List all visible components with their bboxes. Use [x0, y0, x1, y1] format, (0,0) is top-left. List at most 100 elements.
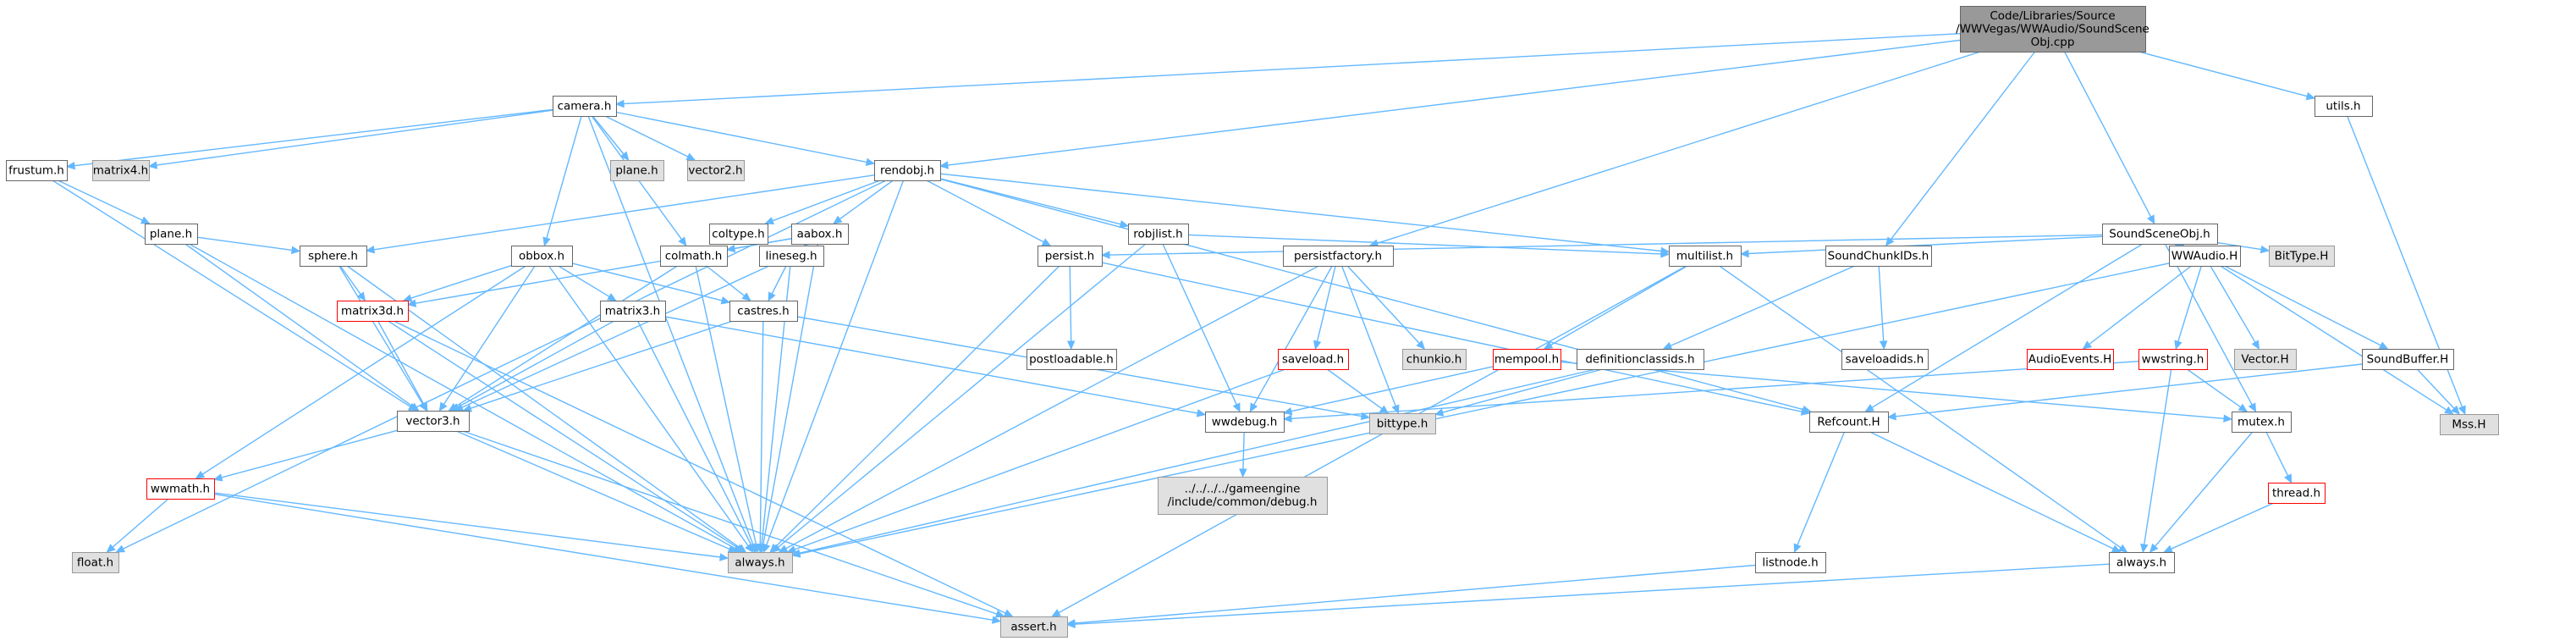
node-label: always.h — [2116, 555, 2166, 569]
node-utils[interactable]: utils.h — [2315, 96, 2373, 117]
node-label: wwstring.h — [2142, 352, 2204, 366]
node-postloadable[interactable]: postloadable.h — [1027, 349, 1117, 370]
node-wwdebug[interactable]: wwdebug.h — [1205, 412, 1285, 433]
node-assert[interactable]: assert.h — [1000, 616, 1068, 638]
node-bittype[interactable]: bittype.h — [1369, 413, 1436, 434]
node-box — [146, 478, 215, 500]
edge-always_lower-to-assert — [1065, 563, 2110, 628]
node-soundbuffer[interactable]: SoundBuffer.H — [2362, 349, 2454, 370]
node-wwstring[interactable]: wwstring.h — [2138, 349, 2208, 370]
node-root[interactable]: Code/Libraries/Source/WWVegas/WWAudio/So… — [1956, 6, 2149, 52]
node-soundsceneobj[interactable]: SoundSceneObj.h — [2102, 224, 2218, 245]
node-plane_ext[interactable]: plane.h — [610, 160, 664, 181]
node-label: camera.h — [558, 99, 612, 113]
edge-rendobj-to-aabox — [833, 180, 894, 224]
node-label: wwdebug.h — [1212, 415, 1278, 428]
node-box — [1669, 246, 1742, 267]
node-box — [2440, 414, 2499, 435]
edge-soundsceneobj-to-refcount — [1864, 243, 2144, 412]
edge-wwaudio-to-audioevents — [2082, 265, 2192, 350]
node-label: vector2.h — [688, 163, 742, 177]
node-aabox[interactable]: aabox.h — [791, 224, 849, 245]
node-chunkio[interactable]: chunkio.h — [1402, 349, 1467, 370]
edge-matrix3d-to-always — [388, 320, 746, 553]
node-label: mutex.h — [2237, 415, 2285, 428]
node-robjlist[interactable]: robjlist.h — [1128, 224, 1189, 245]
node-definitionclassids[interactable]: definitionclassids.h — [1577, 349, 1704, 370]
node-mutex[interactable]: mutex.h — [2232, 412, 2292, 433]
edge-matrix3d-to-assert — [393, 320, 1014, 617]
node-persistfactory[interactable]: persistfactory.h — [1283, 246, 1394, 267]
node-saveload[interactable]: saveload.h — [1278, 349, 1349, 370]
node-label: saveloadids.h — [1846, 352, 1924, 366]
node-castres[interactable]: castres.h — [729, 301, 798, 322]
node-box — [2102, 224, 2218, 245]
node-vector3[interactable]: vector3.h — [397, 411, 470, 432]
node-vector2[interactable]: vector2.h — [687, 160, 745, 181]
edge-persist-to-refcount — [1101, 262, 1811, 416]
node-multilist[interactable]: multilist.h — [1669, 246, 1742, 267]
node-matrix4[interactable]: matrix4.h — [92, 160, 150, 181]
node-label: assert.h — [1010, 620, 1056, 633]
node-obbox[interactable]: obbox.h — [511, 246, 573, 267]
node-label: postloadable.h — [1029, 352, 1114, 366]
edge-persist-to-postloadable — [1066, 265, 1076, 351]
node-box — [72, 552, 119, 573]
node-coltype[interactable]: coltype.h — [709, 224, 768, 245]
node-label: wwmath.h — [151, 482, 210, 495]
node-mempool[interactable]: mempool.h — [1493, 349, 1561, 370]
node-float[interactable]: float.h — [72, 552, 119, 573]
node-wwmath[interactable]: wwmath.h — [146, 478, 215, 500]
node-matrix3[interactable]: matrix3.h — [600, 301, 666, 322]
node-box — [553, 96, 617, 117]
edge-mutex-to-thread — [2265, 431, 2293, 484]
node-lineseg[interactable]: lineseg.h — [759, 246, 824, 267]
edge-camera-to-vector2 — [604, 115, 696, 161]
edge-soundchunkids-to-saveloadids — [1878, 265, 1888, 351]
node-label: matrix4.h — [93, 163, 148, 177]
edge-castres-to-always — [756, 320, 765, 554]
node-vector_upper[interactable]: Vector.H — [2234, 349, 2297, 370]
node-label: castres.h — [737, 304, 789, 318]
node-box — [1402, 349, 1467, 370]
edge-persistfactory-to-bittype — [1340, 265, 1400, 415]
node-box — [1841, 349, 1929, 370]
node-box — [2234, 349, 2297, 370]
node-label: obbox.h — [519, 249, 564, 262]
node-mss[interactable]: Mss.H — [2440, 414, 2499, 435]
edge-wwaudio-to-always — [790, 262, 2170, 558]
edge-robjlist-to-multilist — [1187, 234, 1671, 258]
node-matrix3d[interactable]: matrix3d.h — [337, 301, 409, 322]
node-box — [874, 160, 941, 181]
node-plane[interactable]: plane.h — [145, 224, 198, 245]
node-colmath[interactable]: colmath.h — [660, 246, 728, 267]
node-thread[interactable]: thread.h — [2268, 483, 2326, 504]
node-soundchunkids[interactable]: SoundChunkIDs.h — [1825, 246, 1932, 267]
node-box — [1205, 412, 1285, 433]
edge-camera-to-plane_ext — [592, 115, 630, 161]
edge-root-to-soundsceneobj — [2063, 51, 2155, 225]
node-rendobj[interactable]: rendobj.h — [874, 160, 941, 181]
node-saveloadids[interactable]: saveloadids.h — [1841, 349, 1929, 370]
node-label: Mss.H — [2452, 417, 2485, 431]
node-label: thread.h — [2272, 486, 2320, 500]
node-box — [337, 301, 409, 322]
node-listnode[interactable]: listnode.h — [1755, 552, 1826, 573]
node-always[interactable]: always.h — [728, 552, 793, 573]
node-label: colmath.h — [665, 249, 723, 262]
node-label: Refcount.H — [1817, 415, 1880, 428]
node-audioevents[interactable]: AudioEvents.H — [2027, 349, 2114, 370]
node-always_lower[interactable]: always.h — [2109, 552, 2175, 573]
node-refcount[interactable]: Refcount.H — [1809, 412, 1889, 433]
edge-camera-to-obbox — [542, 115, 582, 247]
node-frustum[interactable]: frustum.h — [6, 160, 68, 181]
node-box — [397, 411, 470, 432]
node-debug[interactable]: ../../../../gameengine/include/common/de… — [1158, 477, 1328, 515]
node-wwaudio[interactable]: WWAudio.H — [2169, 246, 2241, 267]
node-bittype_upper[interactable]: BitType.H — [2269, 246, 2335, 267]
edge-plane-to-sphere — [196, 236, 301, 255]
node-sphere[interactable]: sphere.h — [300, 246, 367, 267]
node-persist[interactable]: persist.h — [1038, 246, 1103, 267]
edge-robjlist-to-always — [771, 243, 1147, 553]
node-camera[interactable]: camera.h — [553, 96, 617, 117]
